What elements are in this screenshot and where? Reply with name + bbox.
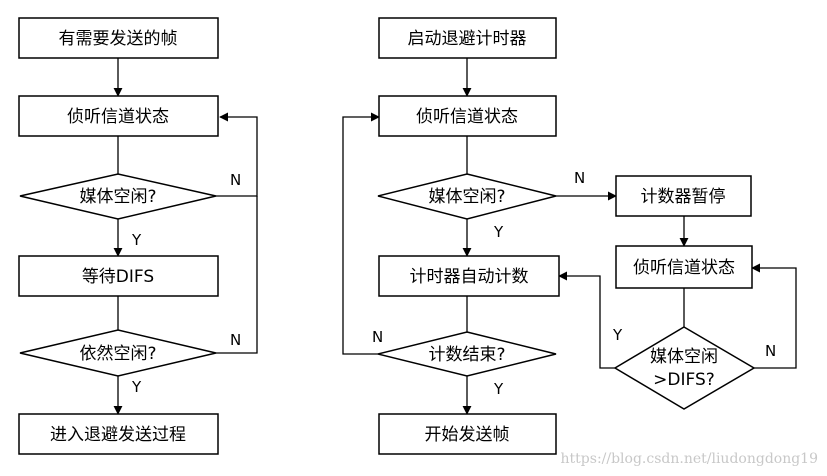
idle-check-label: 媒体空闲? bbox=[79, 187, 156, 207]
edge-r-end-no-loop bbox=[342, 112, 380, 355]
r-start-label: 启动退避计时器 bbox=[408, 29, 527, 49]
r-listen2-box bbox=[615, 245, 753, 289]
r-idle-check-diamond bbox=[377, 173, 557, 220]
r-pause-box bbox=[615, 175, 752, 217]
r-send-box bbox=[378, 413, 557, 455]
idle-check-diamond bbox=[19, 173, 217, 220]
backoff-box bbox=[18, 413, 219, 455]
r-send-label: 开始发送帧 bbox=[425, 425, 510, 445]
still-idle-diamond bbox=[19, 329, 217, 377]
r-start-box bbox=[378, 17, 557, 59]
edge-still-no-loop bbox=[216, 196, 258, 354]
r-count-end-label: 计数结束? bbox=[428, 345, 505, 365]
edge-label-no-2: N bbox=[230, 331, 241, 349]
edge-idle-no-loop bbox=[216, 112, 258, 197]
edge-r-difs-no-loop bbox=[751, 263, 797, 369]
r-edge-label-yes-idle: Y bbox=[493, 223, 504, 241]
r-listen-box bbox=[378, 95, 557, 137]
r-counter-box bbox=[378, 255, 560, 297]
r-idle-difs-label-line1: 媒体空闲 bbox=[650, 347, 718, 367]
r-edge-label-no-difs: N bbox=[765, 342, 776, 360]
wait-difs-label: 等待DIFS bbox=[82, 267, 154, 287]
edge-r-difs-yes-loop bbox=[558, 271, 615, 369]
still-idle-label: 依然空闲? bbox=[79, 344, 156, 364]
start-box bbox=[18, 17, 219, 59]
r-idle-difs-diamond bbox=[613, 326, 756, 410]
r-edge-label-no-idle: N bbox=[574, 169, 585, 187]
r-counter-label: 计时器自动计数 bbox=[410, 267, 529, 287]
watermark: https://blog.csdn.net/liudongdong19 bbox=[561, 451, 818, 467]
r-idle-check-label: 媒体空闲? bbox=[428, 187, 505, 207]
edge-label-yes-1: Y bbox=[131, 231, 142, 249]
start-label: 有需要发送的帧 bbox=[59, 29, 178, 49]
wait-difs-box bbox=[18, 255, 219, 297]
r-listen2-label: 侦听信道状态 bbox=[633, 258, 735, 278]
r-edge-label-yes-difs: Y bbox=[612, 326, 623, 344]
right-flowchart: 启动退避计时器 侦听信道状态 媒体空闲? 计时器自动计数 计数结束? 开始发送帧… bbox=[342, 17, 797, 455]
r-pause-label: 计数器暂停 bbox=[641, 187, 726, 207]
edge-label-no-1: N bbox=[230, 171, 241, 189]
r-idle-difs-label-line2: >DIFS? bbox=[653, 370, 715, 390]
r-edge-label-yes-end: Y bbox=[493, 380, 504, 398]
r-count-end-diamond bbox=[377, 331, 557, 377]
edge-label-yes-2: Y bbox=[131, 378, 142, 396]
backoff-label: 进入退避发送过程 bbox=[50, 425, 186, 445]
left-flowchart: 有需要发送的帧 侦听信道状态 媒体空闲? 等待DIFS 依然空闲? 进入退避发送… bbox=[18, 17, 258, 455]
r-listen-label: 侦听信道状态 bbox=[416, 107, 518, 127]
listen-label: 侦听信道状态 bbox=[67, 107, 169, 127]
listen-box bbox=[18, 95, 219, 137]
r-edge-label-no-end: N bbox=[372, 328, 383, 346]
